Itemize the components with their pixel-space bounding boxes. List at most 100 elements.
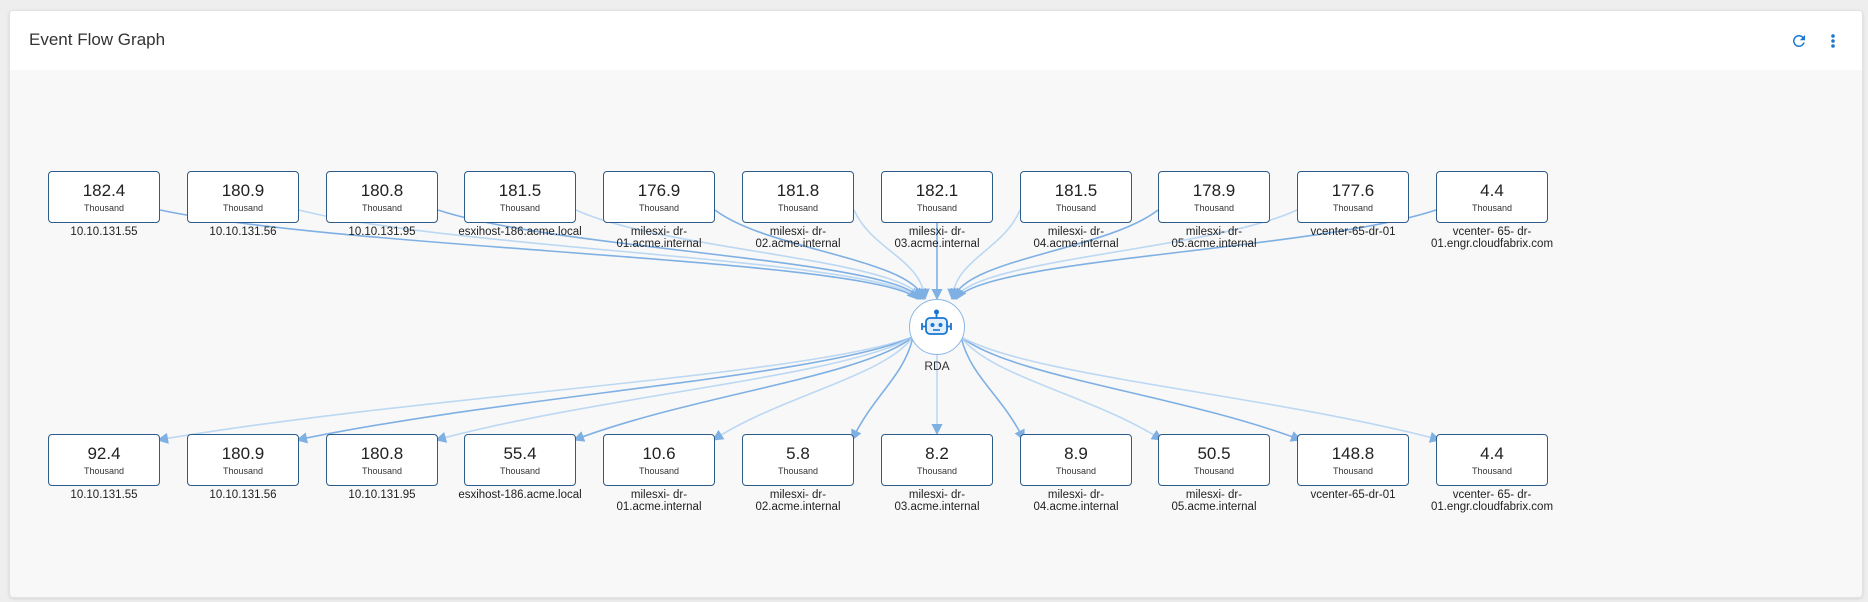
node-value: 5.8 [786,444,810,463]
node-label: milesxi- dr- 04.acme.internal [1033,226,1119,250]
node-unit: Thousand [222,203,264,213]
node-unit: Thousand [638,203,680,213]
node-unit: Thousand [1055,466,1097,476]
edge-out-7 [960,336,1025,442]
node-label: vcenter- 65- dr- 01.engr.cloudfabrix.com [1430,226,1554,250]
node-value: 176.9 [637,181,681,200]
edge-in-10 [955,209,1437,300]
edge-out-5 [851,336,914,442]
edge-out-0 [156,336,914,444]
edge-out-8 [960,336,1163,441]
node-label: milesxi- dr- 02.acme.internal [755,489,841,513]
node-unit: Thousand [1471,466,1513,476]
node-label: milesxi- dr- 03.acme.internal [894,226,980,250]
node-unit: Thousand [638,466,680,476]
panel-title: Event Flow Graph [29,30,166,49]
node-unit: Thousand [1193,203,1235,213]
node-unit: Thousand [361,203,403,213]
node-label: 10.10.131.95 [348,489,416,501]
node-label: milesxi- dr- 01.acme.internal [616,226,702,250]
node-value: 180.8 [360,444,404,463]
node-label: milesxi- dr- 04.acme.internal [1033,489,1119,513]
edge-out-10 [960,336,1442,443]
node-value: 92.4 [87,444,121,463]
rda-hub-node[interactable] [909,299,965,355]
node-label: esxihost-186.acme.local [458,489,582,501]
node-unit: Thousand [361,466,403,476]
node-unit: Thousand [1332,466,1374,476]
edge-out-9 [960,336,1303,442]
node-unit: Thousand [1193,466,1235,476]
node-unit: Thousand [83,466,125,476]
node-value: 182.1 [915,181,959,200]
node-label: milesxi- dr- 05.acme.internal [1171,226,1257,250]
edge-in-8 [950,209,1159,301]
node-unit: Thousand [1332,203,1374,213]
node-value: 177.6 [1331,181,1375,200]
node-value: 181.5 [1054,181,1098,200]
node-label: 10.10.131.55 [70,489,138,501]
node-label: milesxi- dr- 03.acme.internal [894,489,980,513]
node-unit: Thousand [1471,203,1513,213]
node-unit: Thousand [1055,203,1097,213]
node-label: 10.10.131.56 [209,489,277,501]
node-value: 181.5 [498,181,542,200]
edge-out-2 [434,336,914,443]
edge-in-9 [953,209,1298,301]
node-unit: Thousand [83,203,125,213]
edge-out-4 [712,336,914,441]
node-label: 10.10.131.55 [70,226,138,238]
node-label: milesxi- dr- 01.acme.internal [616,489,702,513]
node-value: 4.4 [1480,444,1504,463]
edge-in-5 [853,209,930,301]
node-value: 10.6 [642,444,676,463]
node-unit: Thousand [916,203,958,213]
edge-in-2 [437,209,922,300]
node-label: esxihost-186.acme.local [458,226,582,238]
panel-header: Event Flow Graph [10,11,1862,70]
node-value: 148.8 [1331,444,1375,463]
edge-out-1 [295,336,914,444]
node-label: 10.10.131.56 [209,226,277,238]
node-value: 180.8 [360,181,404,200]
node-value: 4.4 [1480,181,1504,200]
node-unit: Thousand [499,203,541,213]
node-unit: Thousand [916,466,958,476]
node-value: 180.9 [221,181,265,200]
node-value: 8.2 [925,444,949,463]
more-vertical-icon[interactable] [1821,29,1845,53]
node-value: 8.9 [1064,444,1088,463]
node-value: 181.8 [776,181,820,200]
edge-in-0 [159,209,919,300]
node-label: vcenter- 65- dr- 01.engr.cloudfabrix.com [1430,489,1554,513]
edge-in-4 [714,209,927,301]
node-label: milesxi- dr- 02.acme.internal [755,226,841,250]
node-label: 10.10.131.95 [348,226,416,238]
node-value: 180.9 [221,444,265,463]
node-value: 50.5 [1197,444,1231,463]
rda-hub-label: RDA [924,359,950,373]
